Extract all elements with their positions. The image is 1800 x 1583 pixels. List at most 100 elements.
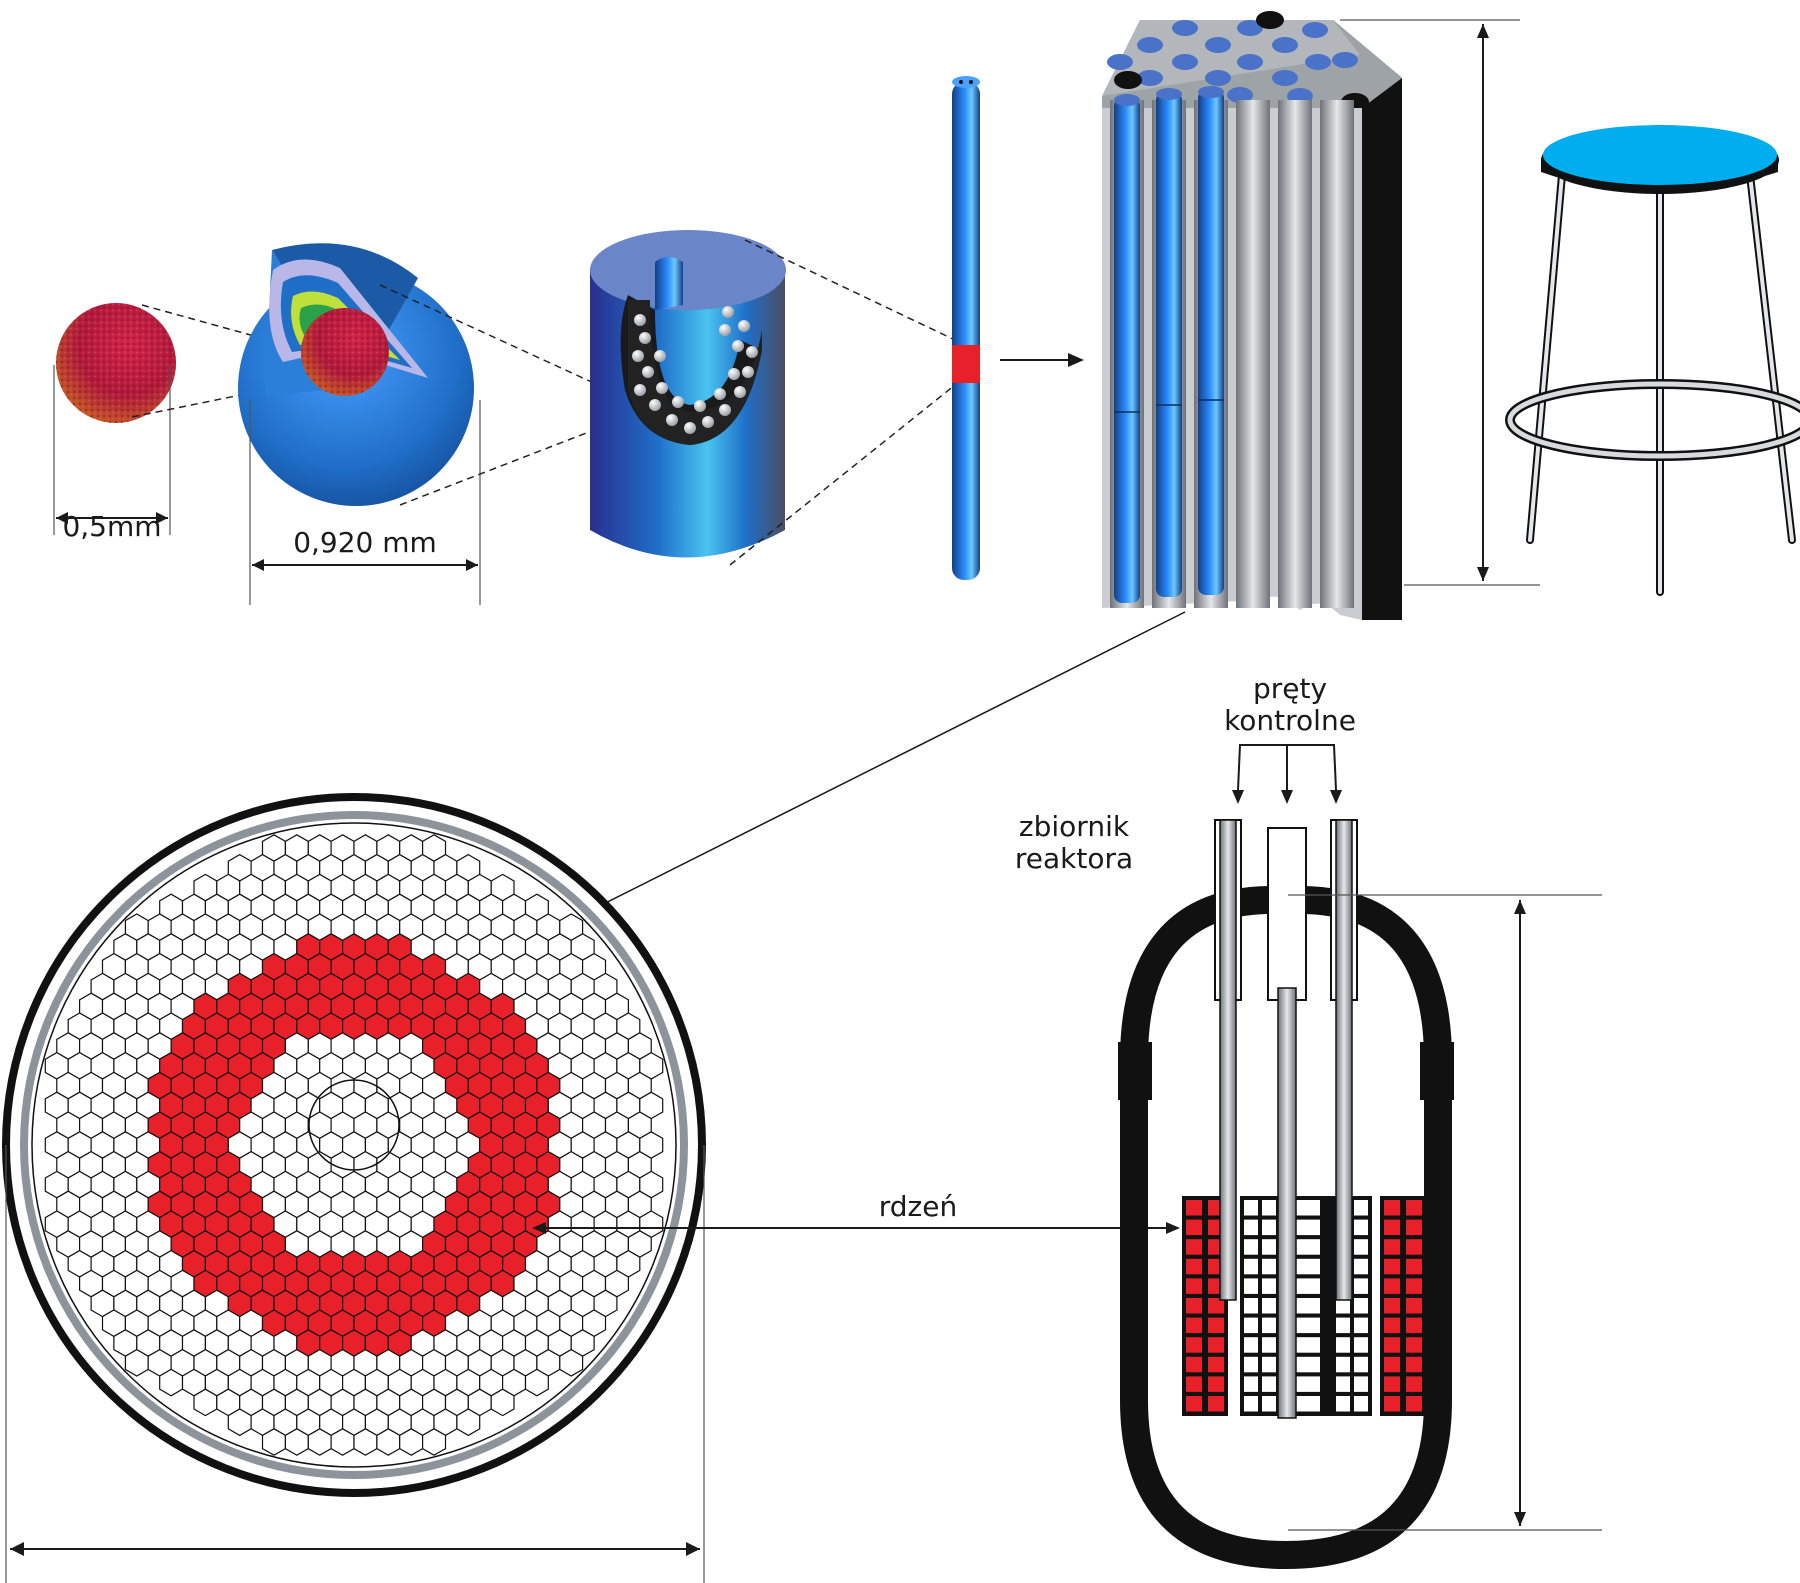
- reflector-block-cell: [1262, 1337, 1276, 1353]
- stool: [1505, 125, 1800, 596]
- hex-grid: [44, 834, 664, 1456]
- fuel-block-cell: [1406, 1278, 1422, 1294]
- reflector-block-cell: [1244, 1376, 1258, 1392]
- fuel-block-cell: [1384, 1278, 1400, 1294]
- control-rods: [1214, 819, 1358, 1419]
- reflector-block-cell: [1336, 1337, 1350, 1353]
- fuel-block-cell: [1186, 1356, 1202, 1373]
- projection-line: [744, 239, 956, 341]
- reflector-block-cell: [1244, 1219, 1258, 1236]
- fuel-block-cell: [1186, 1200, 1202, 1216]
- rod-to-block-arrow: [1000, 353, 1084, 367]
- reflector-block-cell: [1306, 1356, 1320, 1373]
- reflector-block-cell: [1354, 1278, 1368, 1294]
- reflector-block-cell: [1244, 1298, 1258, 1314]
- reflector-block-cell: [1336, 1317, 1350, 1334]
- center-channel: [308, 1079, 400, 1171]
- core-label: rdzeń: [879, 1190, 957, 1223]
- fuel-block-cell: [1186, 1278, 1202, 1294]
- reflector-block-cell: [1244, 1356, 1258, 1373]
- reflector-hex: [307, 1428, 332, 1456]
- fuel-block-cell: [1406, 1396, 1422, 1412]
- fuel-block-cell: [1186, 1396, 1202, 1412]
- fuel-block-cell: [1406, 1258, 1422, 1275]
- particle-diameter-label: 0,920 mm: [293, 526, 437, 559]
- core-width-dimension: [5, 1145, 705, 1583]
- reflector-block-cell: [1306, 1298, 1320, 1314]
- reflector-block-cell: [1354, 1376, 1368, 1392]
- fuel-block-cell: [1208, 1337, 1224, 1353]
- projection-line: [141, 304, 306, 351]
- reflector-block-cell: [1306, 1239, 1320, 1255]
- control-rods-label-line2: kontrolne: [1224, 704, 1356, 737]
- fuel-block-cell: [1406, 1239, 1422, 1255]
- reflector-block-cell: [1244, 1200, 1258, 1216]
- kernel-diameter-label: 0,5mm: [62, 510, 161, 543]
- reflector-hex: [159, 1368, 184, 1397]
- fuel-block-cell: [1406, 1298, 1422, 1314]
- fuel-block-cell: [1384, 1356, 1400, 1373]
- control-rods-label-line1: pręty: [1253, 672, 1327, 705]
- fuel-block-cell: [1208, 1317, 1224, 1334]
- fuel-block-cell: [1186, 1337, 1202, 1353]
- coated-particles-in-matrix: [632, 306, 758, 434]
- reactor-vessel: [1118, 819, 1454, 1570]
- reflector-hex: [124, 1348, 149, 1377]
- fuel-block-cell: [1406, 1317, 1422, 1334]
- fuel-block-cell: [1384, 1298, 1400, 1314]
- vessel-height-dimension: [1288, 894, 1602, 1531]
- fuel-block-cell: [1384, 1258, 1400, 1275]
- reflector-block-cell: [1244, 1239, 1258, 1255]
- fuel-block-cell: [1384, 1317, 1400, 1334]
- reflector-block-cell: [1336, 1376, 1350, 1392]
- fuel-block-cell: [1186, 1317, 1202, 1334]
- reflector-block-cell: [1354, 1200, 1368, 1216]
- reflector-block-cell: [1262, 1200, 1276, 1216]
- reflector-block-cell: [1262, 1317, 1276, 1334]
- fuel-block-cell: [1406, 1356, 1422, 1373]
- reflector-block-cell: [1262, 1278, 1276, 1294]
- reflector-block-cell: [1336, 1396, 1350, 1412]
- reflector-hex: [422, 1428, 447, 1456]
- fuel-block-cell: [1384, 1337, 1400, 1353]
- reflector-block-cell: [1262, 1356, 1276, 1373]
- reflector-block-cell: [1244, 1278, 1258, 1294]
- core-pointer: rdzeń: [532, 1190, 1180, 1234]
- reflector-hex: [524, 1368, 549, 1397]
- particle-dimension: 0,920 mm: [249, 400, 481, 605]
- projection-line: [729, 384, 956, 566]
- reflector-hex: [330, 1428, 355, 1456]
- reflector-block-cell: [1262, 1239, 1276, 1255]
- reflector-block-cell: [1306, 1376, 1320, 1392]
- reflector-block-cell: [1354, 1337, 1368, 1353]
- reflector-block-cell: [1262, 1396, 1276, 1412]
- projection-line: [399, 419, 621, 506]
- reflector-block-cell: [1306, 1337, 1320, 1353]
- fuel-block-cell: [1384, 1200, 1400, 1216]
- reflector-hex: [490, 1388, 515, 1417]
- fuel-rod: [952, 76, 980, 580]
- reflector-block-cell: [1354, 1317, 1368, 1334]
- reflector-block-cell: [1306, 1200, 1320, 1216]
- reflector-block-cell: [1306, 1278, 1320, 1294]
- reflector-block-cell: [1244, 1337, 1258, 1353]
- fuel-block-cell: [1406, 1337, 1422, 1353]
- reflector-block-cell: [1354, 1396, 1368, 1412]
- reflector-block-cell: [1336, 1298, 1350, 1314]
- reflector-block-cell: [1262, 1298, 1276, 1314]
- kernel-dimension: 0,5mm: [53, 365, 171, 543]
- reflector-hex: [261, 1428, 286, 1456]
- fuel-block-cell: [1186, 1298, 1202, 1314]
- fuel-block-cell: [1384, 1376, 1400, 1392]
- reflector-block-cell: [1244, 1317, 1258, 1334]
- graphite-fuel-block: [1102, 11, 1402, 620]
- reflector-hex: [284, 1428, 309, 1456]
- reflector-block-cell: [1354, 1298, 1368, 1314]
- fuel-block-cell: [1208, 1356, 1224, 1373]
- reflector-hex: [399, 1428, 424, 1456]
- fuel-block-cell: [1186, 1258, 1202, 1275]
- fuel-block-cell: [1384, 1239, 1400, 1255]
- fuel-block-cell: [1208, 1396, 1224, 1412]
- reflector-block-cell: [1306, 1258, 1320, 1275]
